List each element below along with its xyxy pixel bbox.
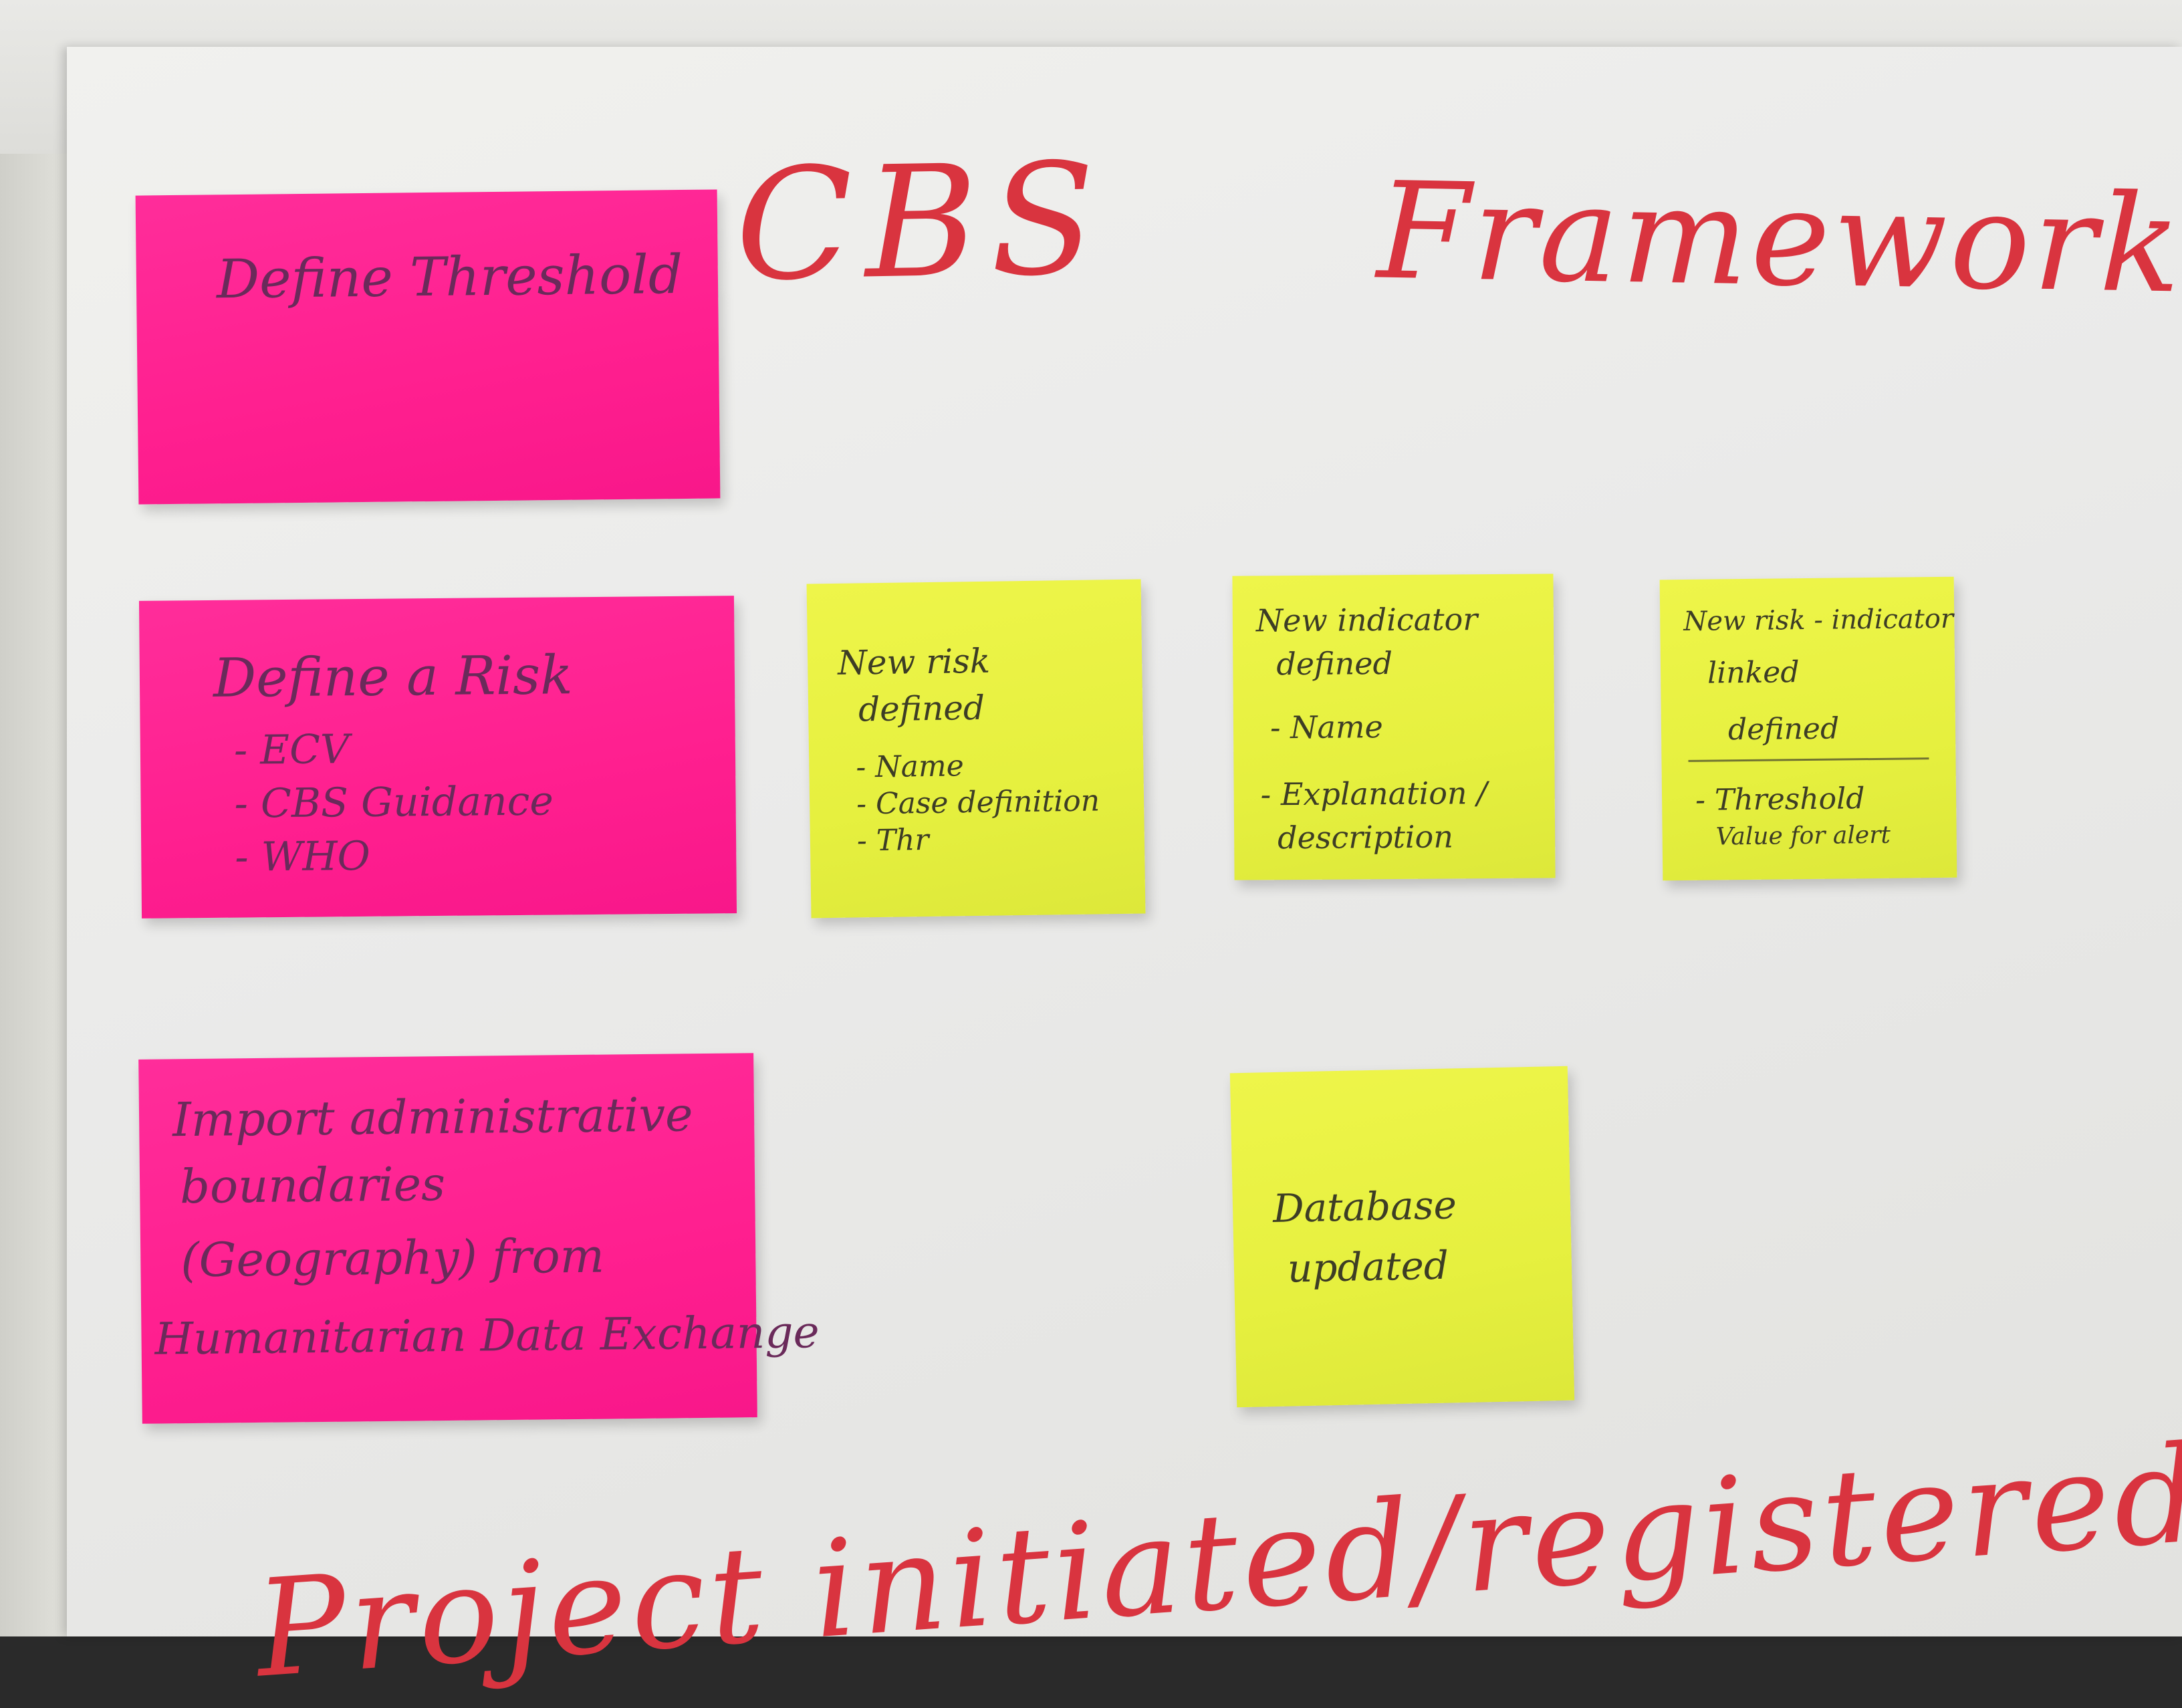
note-line: - ECV <box>233 726 350 774</box>
note-line: updated <box>1287 1242 1449 1292</box>
note-line: - Name <box>856 749 965 785</box>
note-line: New indicator <box>1255 601 1478 639</box>
note-line: boundaries <box>179 1156 446 1215</box>
note-database-updated: Database updated <box>1229 1066 1575 1408</box>
note-line: Database <box>1272 1182 1457 1232</box>
note-risk-indicator-link: New risk - indicator linked defined - Th… <box>1659 576 1957 881</box>
note-line: description <box>1277 818 1454 856</box>
note-line: defined <box>858 688 985 729</box>
note-line: defined <box>1727 711 1840 747</box>
bottom-heading: Project initiated/registered <box>251 1416 2182 1708</box>
note-line: Import administrative <box>172 1087 693 1148</box>
board-frame <box>0 154 74 1636</box>
note-divider <box>1688 757 1929 762</box>
title-cbs: CBS <box>733 130 1109 316</box>
note-line: - Threshold <box>1695 781 1865 818</box>
note-line: Humanitarian Data Exchange <box>154 1306 820 1365</box>
note-new-indicator: New indicator defined - Name - Explanati… <box>1232 574 1556 880</box>
title-framework: Framework <box>1376 153 2182 324</box>
note-line: Define Threshold <box>216 243 683 311</box>
note-line: - Case definition <box>856 783 1100 822</box>
note-line: - CBS Guidance <box>234 777 554 828</box>
note-line: - Explanation / <box>1260 775 1487 813</box>
note-new-risk: New risk defined - Name - Case definitio… <box>806 579 1146 919</box>
note-line: (Geography) from <box>180 1228 605 1288</box>
note-line: - Thr <box>856 823 929 858</box>
note-line: - WHO <box>234 832 371 881</box>
note-line: - Name <box>1269 709 1383 746</box>
note-define-risk: Define a Risk - ECV - CBS Guidance - WHO <box>138 596 737 919</box>
note-line: linked <box>1707 655 1800 691</box>
note-line: Value for alert <box>1715 821 1891 851</box>
note-define-threshold: Define Threshold <box>135 189 721 505</box>
note-line: New risk - indicator <box>1683 603 1954 637</box>
note-line: New risk <box>837 641 991 683</box>
whiteboard: CBS Framework Define Threshold Define a … <box>67 47 2182 1708</box>
note-line: Define a Risk <box>213 644 573 709</box>
note-line: defined <box>1276 645 1393 683</box>
note-import-boundaries: Import administrative boundaries (Geogra… <box>138 1053 820 1424</box>
